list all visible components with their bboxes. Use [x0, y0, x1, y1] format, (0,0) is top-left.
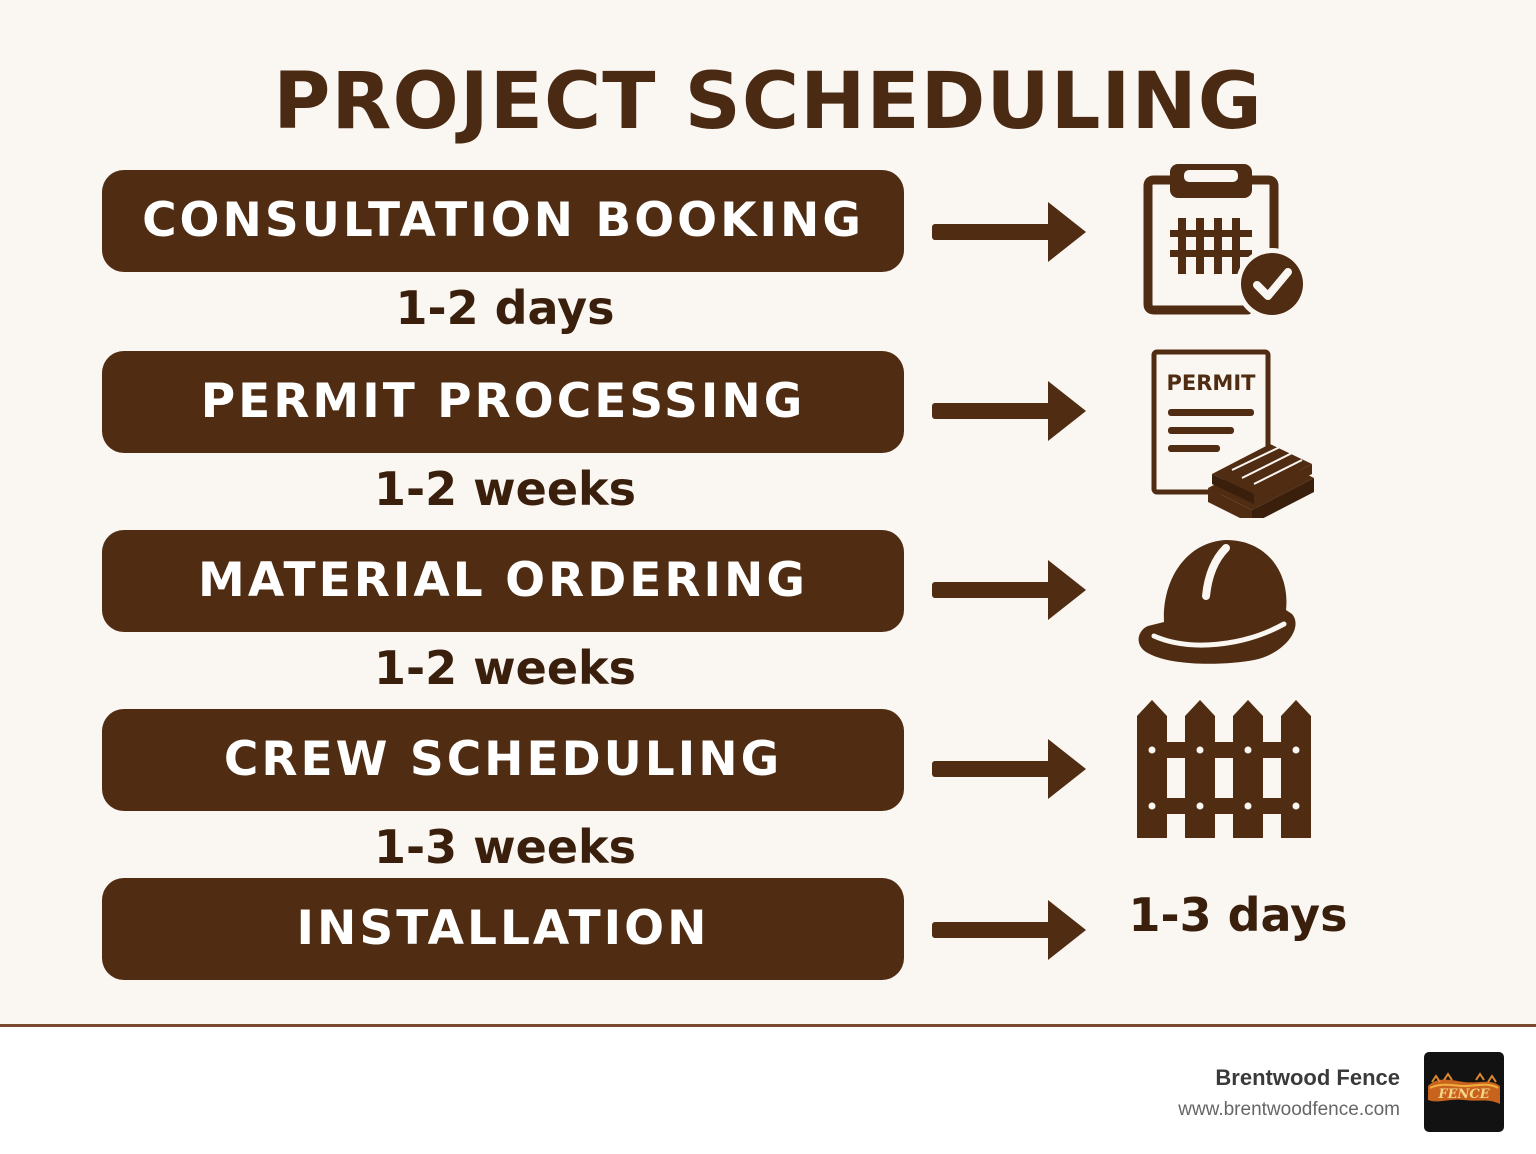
- permit-document-lumber-icon: PERMIT: [1151, 349, 1318, 518]
- brand-logo: FENCE: [1424, 1052, 1504, 1132]
- step-crew-scheduling: CREW SCHEDULING: [102, 709, 904, 811]
- duration-consultation-booking: 1-2 days: [395, 281, 615, 335]
- step-consultation-booking: CONSULTATION BOOKING: [102, 170, 904, 272]
- step-installation: INSTALLATION: [102, 878, 904, 980]
- arrow-right-icon: [932, 900, 1086, 960]
- duration-permit-processing: 1-2 weeks: [374, 462, 636, 516]
- footer-divider: [0, 1024, 1536, 1027]
- logo-graphic: FENCE: [1428, 1072, 1500, 1104]
- page-title: PROJECT SCHEDULING: [273, 57, 1263, 147]
- step-material-ordering: MATERIAL ORDERING: [102, 530, 904, 632]
- permit-label: PERMIT: [1167, 371, 1257, 395]
- logo-text: FENCE: [1437, 1087, 1490, 1102]
- arrow-right-icon: [932, 202, 1086, 262]
- picket-fence-icon: [1137, 700, 1311, 838]
- hard-hat-icon: [1138, 540, 1296, 664]
- arrow-right-icon: [932, 381, 1086, 441]
- duration-installation: 1-3 days: [1128, 888, 1348, 942]
- duration-material-ordering: 1-2 weeks: [374, 641, 636, 695]
- clipboard-calendar-check-icon: [1143, 164, 1308, 320]
- arrow-right-icon: [932, 560, 1086, 620]
- duration-crew-scheduling: 1-3 weeks: [374, 820, 636, 874]
- step-permit-processing: PERMIT PROCESSING: [102, 351, 904, 453]
- brand-website: www.brentwoodfence.com: [1178, 1099, 1400, 1120]
- brand-name: Brentwood Fence: [1215, 1065, 1400, 1090]
- arrow-right-icon: [932, 739, 1086, 799]
